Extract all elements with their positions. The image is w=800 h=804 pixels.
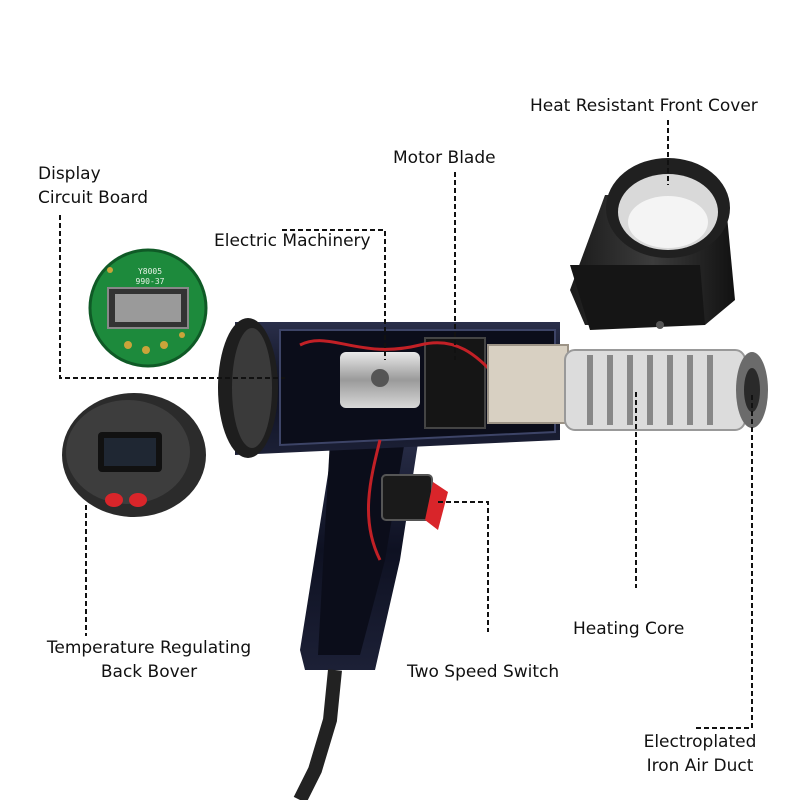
- label-motor-blade: Motor Blade: [393, 148, 496, 168]
- label-back-cover-line-2: Back Bover: [100, 662, 198, 682]
- leader-lines: [59, 120, 753, 729]
- label-back-cover-line-1: Temperature Regulating: [46, 638, 252, 658]
- label-air-duct-line-1: Electroplated: [643, 732, 757, 752]
- label-heat-resistant-front-cover: Heat Resistant Front Cover: [530, 96, 758, 116]
- pcb-chip-text-1: Y8005: [138, 267, 162, 276]
- label-electroplated-iron-air-duct: Electroplated Iron Air Duct: [630, 730, 770, 778]
- label-display-line-2: Circuit Board: [38, 188, 149, 208]
- back-cover-part: [62, 393, 206, 517]
- label-display-circuit-board: Display Circuit Board: [38, 162, 148, 210]
- heat-gun-body: [218, 318, 768, 804]
- label-heating-core: Heating Core: [573, 619, 685, 639]
- label-electric-machinery: Electric Machinery: [214, 231, 371, 251]
- leader-circuit-board: [59, 215, 285, 379]
- label-temperature-regulating-back-cover: Temperature Regulating Back Bover: [36, 636, 262, 684]
- label-two-speed-switch: Two Speed Switch: [407, 662, 560, 682]
- leader-air-duct: [695, 395, 753, 729]
- circuit-board-part: Y8005 990-37: [88, 248, 208, 368]
- leader-electric-machinery: [282, 229, 386, 360]
- pcb-chip-text-2: 990-37: [136, 277, 165, 286]
- front-cover-part: [570, 158, 735, 330]
- label-display-line-1: Display: [38, 164, 101, 184]
- label-air-duct-line-2: Iron Air Duct: [646, 756, 754, 776]
- leader-switch: [438, 501, 489, 632]
